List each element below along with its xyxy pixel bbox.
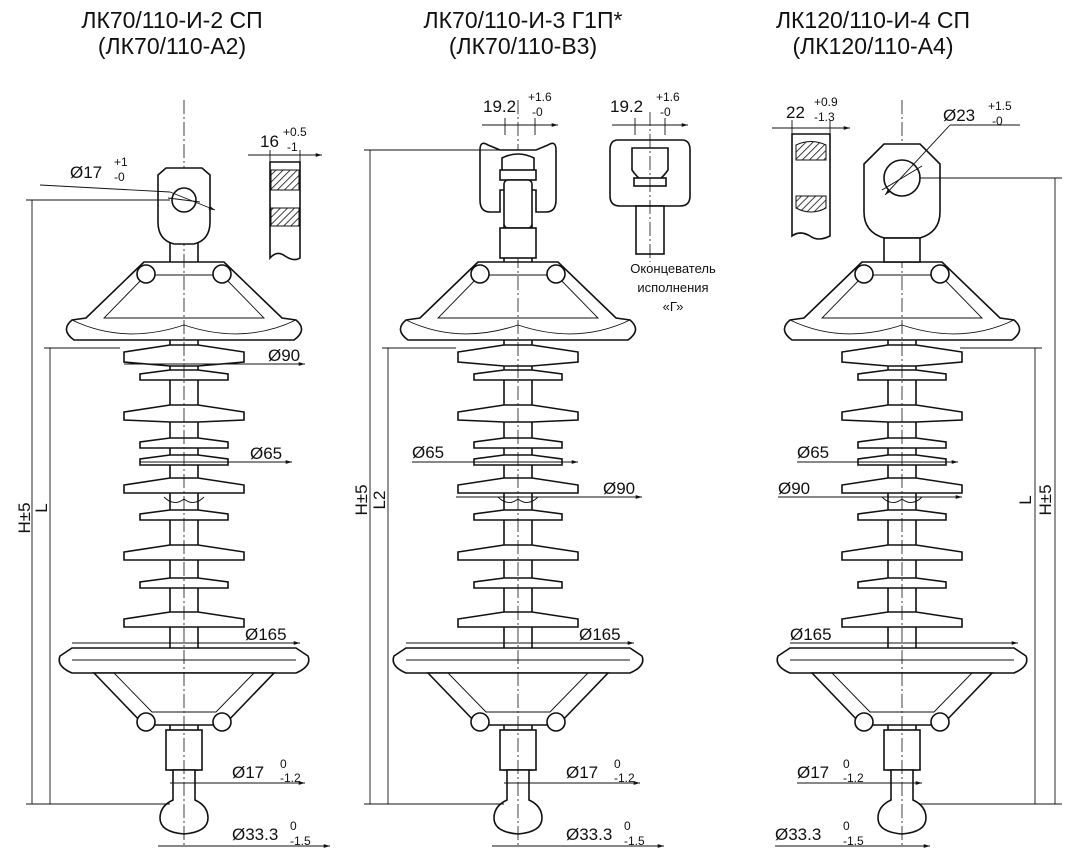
insulator-3-eye-tol-upper: +1.5	[988, 99, 1012, 113]
insulator-1: ЛК70/110-И-2 СП (ЛК70/110-А2) 16 +0.5 -1…	[15, 7, 330, 849]
insulator-3-ball-tol-lower: -1.5	[843, 834, 864, 848]
insulator-3-thickness-tol-upper: +0.9	[814, 95, 838, 109]
insulator-3-rod-dim: Ø17	[797, 763, 829, 782]
insulator-2-note-line3: «Г»	[663, 299, 684, 314]
insulator-1-thickness-dim: 16	[260, 132, 279, 151]
insulator-1-title: ЛК70/110-И-2 СП	[81, 7, 262, 33]
insulator-1-section-detail	[248, 150, 322, 261]
insulator-2-rod-tol-upper: 0	[614, 757, 621, 771]
insulator-1-thickness-tol-lower: -1	[287, 140, 298, 154]
insulator-2-clevis-alt-dim: 19.2	[610, 97, 643, 116]
insulator-2-note-line2: исполнения	[637, 280, 708, 295]
insulator-1-eye-tol-lower: -0	[114, 170, 125, 184]
insulator-3-height: H±5	[1036, 484, 1055, 515]
insulator-2-ball-tol-upper: 0	[624, 819, 631, 833]
insulator-1-ball-dim: Ø33.3	[232, 825, 278, 844]
insulator-1-ball-tol-lower: -1.5	[290, 834, 311, 848]
insulator-3-shed-small: Ø65	[797, 443, 829, 462]
insulator-3-eye-tol-lower: -0	[992, 114, 1003, 128]
insulator-3-subtitle: (ЛК120/110-А4)	[792, 33, 953, 59]
insulator-1-ball-tol-upper: 0	[290, 819, 297, 833]
insulator-3-ball-dim: Ø33.3	[775, 825, 821, 844]
insulator-1-rod-tol-upper: 0	[280, 757, 287, 771]
insulator-3-eye-dim: Ø23	[943, 106, 975, 125]
insulator-2-rod-dim: Ø17	[566, 763, 598, 782]
insulator-2-clevis-tol-lower: -0	[532, 105, 543, 119]
insulator-3-thickness-dim: 22	[786, 103, 805, 122]
insulator-1-length: L	[32, 503, 51, 512]
insulator-3-title: ЛК120/110-И-4 СП	[776, 7, 970, 33]
insulator-2-shed-small: Ø65	[412, 443, 444, 462]
insulator-1-shed-small: Ø65	[250, 444, 282, 463]
insulator-2-height: H±5	[352, 484, 371, 515]
insulator-2: ЛК70/110-И-3 Г1П* (ЛК70/110-В3) 19.2 +1.…	[352, 7, 716, 849]
insulator-3-length: L	[1016, 495, 1035, 504]
insulator-2-note-line1: Оконцеватель	[630, 261, 716, 276]
insulator-3-section-detail	[772, 120, 850, 240]
insulator-1-height: H±5	[15, 502, 34, 533]
insulator-2-shed-large: Ø90	[603, 479, 635, 498]
insulator-2-ball-tol-lower: -1.5	[624, 834, 645, 848]
insulator-2-title: ЛК70/110-И-3 Г1П*	[424, 7, 623, 33]
insulator-2-clevis-alt-tol-lower: -0	[660, 105, 671, 119]
insulator-3-rod-tol-upper: 0	[843, 757, 850, 771]
insulator-1-eye-dim: Ø17	[70, 163, 102, 182]
insulator-3-ring: Ø165	[790, 625, 832, 644]
insulator-1-rod-dim: Ø17	[232, 763, 264, 782]
insulator-1-subtitle: (ЛК70/110-А2)	[98, 33, 246, 59]
insulator-1-eye-tol-upper: +1	[114, 155, 128, 169]
insulator-3-ball-tol-upper: 0	[843, 819, 850, 833]
insulator-2-rod-tol-lower: -1.2	[614, 771, 635, 785]
insulator-3-thickness-tol-lower: -1.3	[814, 110, 835, 124]
insulator-2-ball-dim: Ø33.3	[566, 825, 612, 844]
insulator-3-rod-tol-lower: -1.2	[843, 771, 864, 785]
insulator-2-subtitle: (ЛК70/110-В3)	[449, 33, 597, 59]
insulator-2-length: L2	[370, 491, 389, 510]
insulator-2-ring: Ø165	[579, 625, 621, 644]
insulator-1-thickness-tol-upper: +0.5	[283, 125, 307, 139]
insulator-1-shed-large: Ø90	[268, 346, 300, 365]
insulator-1-ring: Ø165	[245, 625, 287, 644]
insulator-2-clevis-dim: 19.2	[483, 97, 516, 116]
insulator-1-rod-tol-lower: -1.2	[280, 771, 301, 785]
insulator-2-clevis-alt-tol-upper: +1.6	[656, 90, 680, 104]
insulator-2-clevis-tol-upper: +1.6	[528, 90, 552, 104]
insulator-3-shed-large: Ø90	[778, 479, 810, 498]
insulator-3: ЛК120/110-И-4 СП (ЛК120/110-А4) 22 +0.9 …	[772, 7, 1062, 849]
insulator-2-alt-clevis	[609, 112, 691, 262]
